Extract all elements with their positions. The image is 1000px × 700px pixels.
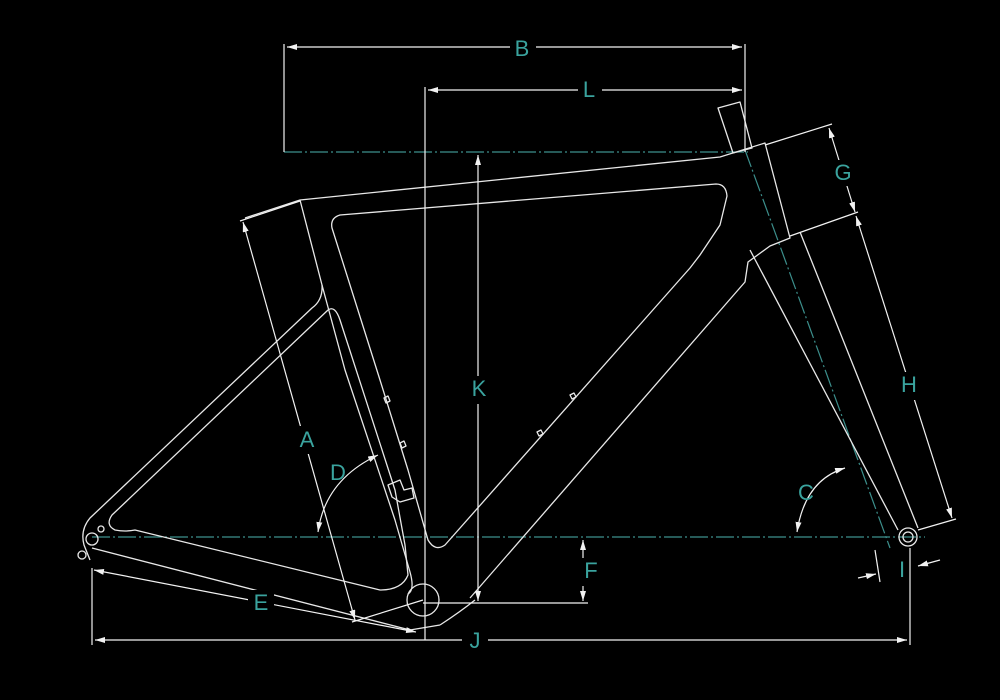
top-tube-outer (244, 142, 791, 599)
label-E: E (254, 590, 269, 615)
rear-triangle-inner (108, 308, 409, 591)
steering-axis-line (744, 149, 891, 549)
label-K: K (472, 376, 487, 401)
steerer (717, 101, 753, 154)
label-F: F (584, 558, 597, 583)
label-H: H (901, 372, 917, 397)
seat-stay-outer (82, 199, 323, 561)
label-J: J (470, 628, 481, 653)
front-axle-inner (902, 531, 914, 543)
derailleur-hanger (77, 550, 87, 560)
derailleur-mount (387, 479, 415, 503)
rear-axle (85, 532, 99, 546)
angle-C-arc (795, 467, 846, 533)
dropout-hole (97, 525, 105, 533)
dim-I-right (917, 559, 941, 567)
angle-D-arc (316, 454, 379, 533)
bottle-bosses (383, 392, 577, 449)
label-A: A (300, 427, 315, 452)
label-L: L (583, 77, 595, 102)
label-I: I (899, 557, 905, 582)
label-D: D (330, 460, 346, 485)
dimension-labels: B L G K A D H C E F I J (248, 36, 922, 654)
bb-shell (439, 599, 476, 626)
dim-A (242, 221, 356, 621)
front-axle (898, 527, 918, 547)
label-G: G (834, 160, 851, 185)
dimension-lines (91, 44, 957, 645)
dim-H (855, 215, 953, 519)
dim-I-left (857, 573, 877, 580)
label-B: B (515, 36, 530, 61)
bicycle-frame (77, 101, 919, 631)
label-C: C (798, 480, 814, 505)
